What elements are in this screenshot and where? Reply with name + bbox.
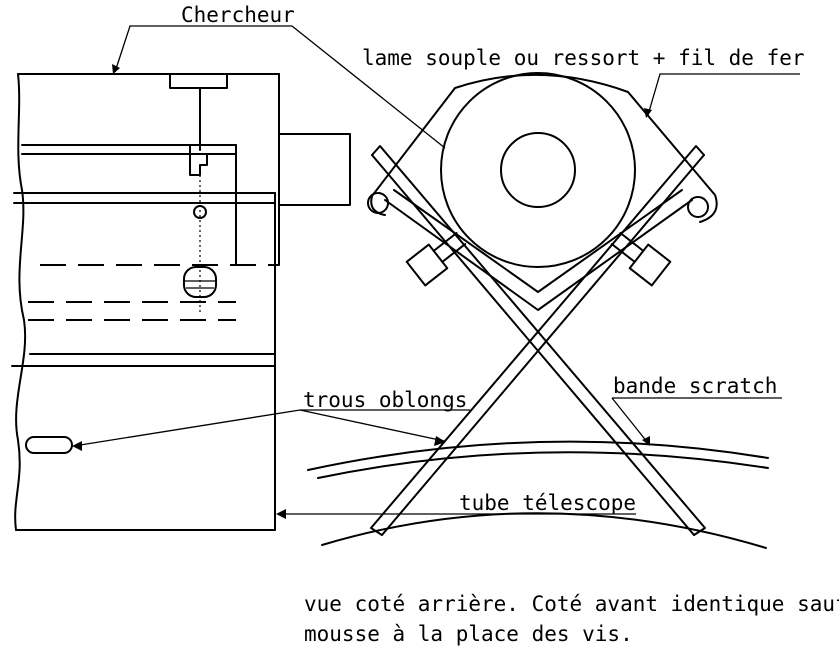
label-bande-scratch: bande scratch <box>613 374 778 398</box>
label-trous-oblongs: trous oblongs <box>303 388 468 412</box>
label-lame-souple: lame souple ou ressort + fil de fer <box>362 46 805 70</box>
finder-side-view <box>11 73 351 531</box>
note-line-2: mousse à la place des vis. <box>304 622 633 646</box>
label-chercheur: Chercheur <box>181 3 295 27</box>
finder-front-view <box>307 72 769 549</box>
label-tube-telescope: tube télescope <box>459 491 637 515</box>
note-line-1: vue coté arrière. Coté avant identique s… <box>304 592 839 616</box>
leader-lines <box>72 25 800 519</box>
